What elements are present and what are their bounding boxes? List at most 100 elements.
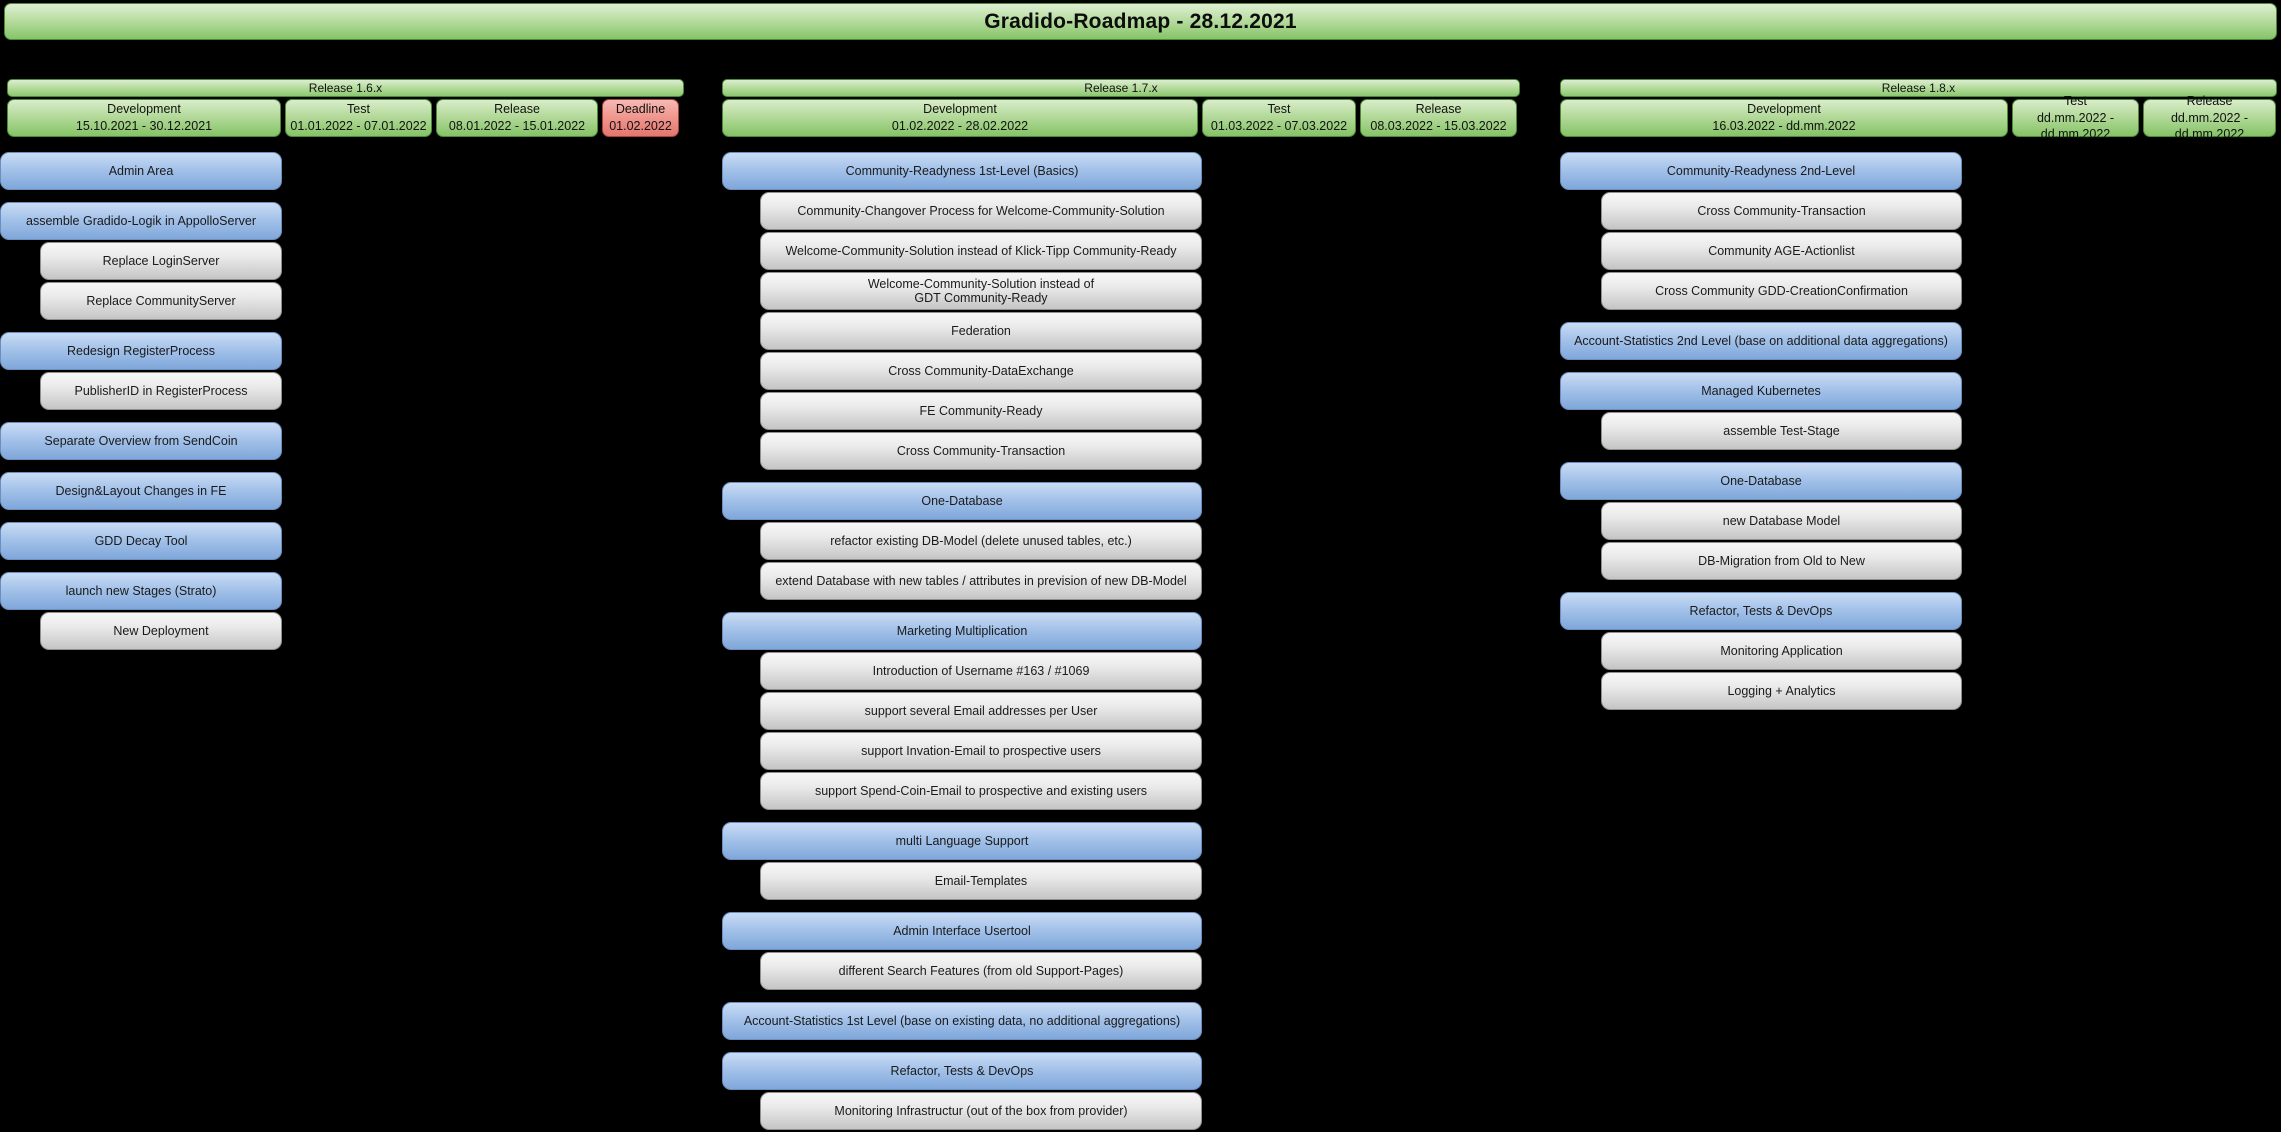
phase-box[interactable]: Test 01.01.2022 - 07.01.2022 (285, 99, 432, 137)
task-box-parent[interactable]: launch new Stages (Strato) (0, 572, 282, 610)
task-box-parent[interactable]: Community-Readyness 1st-Level (Basics) (722, 152, 1202, 190)
task-label: Federation (951, 323, 1011, 338)
task-label: Welcome-Community-Solution instead of GD… (867, 276, 1095, 305)
task-box-child[interactable]: Replace LoginServer (40, 242, 282, 280)
task-box-child[interactable]: Logging + Analytics (1601, 672, 1962, 710)
phase-box[interactable]: Release dd.mm.2022 - dd.mm.2022 (2143, 94, 2276, 141)
task-box-child[interactable]: Replace CommunityServer (40, 282, 282, 320)
task-label: support Invation-Email to prospective us… (861, 743, 1101, 758)
phase-box[interactable]: Test 01.03.2022 - 07.03.2022 (1202, 99, 1356, 137)
task-label: Welcome-Community-Solution instead of Kl… (785, 243, 1177, 258)
task-box-parent[interactable]: Marketing Multiplication (722, 612, 1202, 650)
phase-row: Development 16.03.2022 - dd.mm.2022 Test… (1560, 94, 2277, 141)
task-label: different Search Features (from old Supp… (838, 963, 1124, 978)
task-box-child[interactable]: Community AGE-Actionlist (1601, 232, 1962, 270)
task-box-parent[interactable]: Design&Layout Changes in FE (0, 472, 282, 510)
task-label: Cross Community-Transaction (896, 443, 1066, 458)
task-box-child[interactable]: Federation (760, 312, 1202, 350)
task-box-parent[interactable]: assemble Gradido-Logik in AppolloServer (0, 202, 282, 240)
release-header[interactable]: Release 1.7.x (722, 79, 1520, 97)
task-box-child[interactable]: Community-Changover Process for Welcome-… (760, 192, 1202, 230)
release-column-release-1.7.x: Release 1.7.x Development 01.02.2022 - 2… (722, 79, 1520, 1130)
task-box-child[interactable]: Email-Templates (760, 862, 1202, 900)
task-box-child[interactable]: new Database Model (1601, 502, 1962, 540)
task-box-parent[interactable]: Admin Interface Usertool (722, 912, 1202, 950)
phase-dates: 01.03.2022 - 07.03.2022 (1210, 119, 1348, 133)
phase-box[interactable]: Development 01.02.2022 - 28.02.2022 (722, 99, 1198, 137)
phase-name: Release (2186, 93, 2233, 108)
task-box-parent[interactable]: Refactor, Tests & DevOps (1560, 592, 1962, 630)
release-header-label: Release 1.7.x (1084, 81, 1158, 95)
task-box-child[interactable]: PublisherID in RegisterProcess (40, 372, 282, 410)
task-label: support Spend-Coin-Email to prospective … (814, 783, 1148, 798)
release-header[interactable]: Release 1.6.x (7, 79, 684, 97)
phase-box[interactable]: Release 08.03.2022 - 15.03.2022 (1360, 99, 1517, 137)
task-box-parent[interactable]: Account-Statistics 2nd Level (base on ad… (1560, 322, 1962, 360)
task-box-parent[interactable]: Redesign RegisterProcess (0, 332, 282, 370)
task-label: new Database Model (1722, 513, 1841, 528)
task-box-child[interactable]: Cross Community GDD-CreationConfirmation (1601, 272, 1962, 310)
task-box-parent[interactable]: One-Database (1560, 462, 1962, 500)
task-label: Account-Statistics 2nd Level (base on ad… (1574, 333, 1948, 348)
phase-box[interactable]: Release 08.01.2022 - 15.01.2022 (436, 99, 598, 137)
task-label: Cross Community-Transaction (1697, 203, 1866, 218)
task-box-child[interactable]: Welcome-Community-Solution instead of Kl… (760, 232, 1202, 270)
task-box-child[interactable]: Introduction of Username #163 / #1069 (760, 652, 1202, 690)
task-box-child[interactable]: Monitoring Application (1601, 632, 1962, 670)
task-box-child[interactable]: support Spend-Coin-Email to prospective … (760, 772, 1202, 810)
task-label: Redesign RegisterProcess (67, 343, 215, 358)
task-box-child[interactable]: FE Community-Ready (760, 392, 1202, 430)
task-box-child[interactable]: support Invation-Email to prospective us… (760, 732, 1202, 770)
roadmap-title-bar: Gradido-Roadmap - 28.12.2021 (4, 3, 2277, 40)
phase-row: Development 01.02.2022 - 28.02.2022 Test… (722, 99, 1520, 137)
task-box-child[interactable]: extend Database with new tables / attrib… (760, 562, 1202, 600)
task-label: One-Database (921, 493, 1003, 508)
release-column-release-1.8.x: Release 1.8.x Development 16.03.2022 - d… (1560, 79, 2277, 710)
task-box-child[interactable]: assemble Test-Stage (1601, 412, 1962, 450)
phase-dates: 01.02.2022 (609, 119, 672, 133)
phase-name: Development (1747, 102, 1821, 117)
phase-name: Development (107, 102, 181, 117)
task-box-parent[interactable]: Refactor, Tests & DevOps (722, 1052, 1202, 1090)
task-box-child[interactable]: DB-Migration from Old to New (1601, 542, 1962, 580)
task-box-child[interactable]: Cross Community-DataExchange (760, 352, 1202, 390)
task-box-child[interactable]: support several Email addresses per User (760, 692, 1202, 730)
task-box-child[interactable]: New Deployment (40, 612, 282, 650)
task-label: FE Community-Ready (919, 403, 1043, 418)
task-box-child[interactable]: Cross Community-Transaction (1601, 192, 1962, 230)
task-label: Marketing Multiplication (896, 623, 1028, 638)
task-box-parent[interactable]: multi Language Support (722, 822, 1202, 860)
task-label: Replace LoginServer (102, 253, 220, 268)
phase-box[interactable]: Development 15.10.2021 - 30.12.2021 (7, 99, 281, 137)
task-label: Account-Statistics 1st Level (base on ex… (743, 1013, 1181, 1028)
task-label: Managed Kubernetes (1701, 383, 1821, 398)
task-label: Community-Readyness 2nd-Level (1666, 163, 1856, 178)
release-header[interactable]: Release 1.8.x (1560, 79, 2277, 97)
task-label: multi Language Support (895, 833, 1029, 848)
task-box-child[interactable]: Cross Community-Transaction (760, 432, 1202, 470)
task-label: Monitoring Application (1720, 643, 1843, 658)
task-box-parent[interactable]: Admin Area (0, 152, 282, 190)
task-box-parent[interactable]: One-Database (722, 482, 1202, 520)
task-box-parent[interactable]: Separate Overview from SendCoin (0, 422, 282, 460)
task-box-parent[interactable]: Managed Kubernetes (1560, 372, 1962, 410)
task-box-child[interactable]: refactor existing DB-Model (delete unuse… (760, 522, 1202, 560)
task-box-child[interactable]: Monitoring Infrastructur (out of the box… (760, 1092, 1202, 1130)
phase-name: Test (2064, 93, 2087, 108)
task-label: One-Database (1720, 473, 1802, 488)
task-label: Email-Templates (934, 873, 1028, 888)
task-label: GDD Decay Tool (94, 533, 188, 548)
deadline-box[interactable]: Deadline 01.02.2022 (602, 99, 679, 137)
release-header-label: Release 1.8.x (1881, 81, 1956, 95)
phase-dates: 08.01.2022 - 15.01.2022 (448, 119, 586, 133)
phase-box[interactable]: Development 16.03.2022 - dd.mm.2022 (1560, 99, 2008, 137)
task-box-child[interactable]: Welcome-Community-Solution instead of GD… (760, 272, 1202, 310)
task-box-parent[interactable]: GDD Decay Tool (0, 522, 282, 560)
task-label: Replace CommunityServer (86, 293, 236, 308)
task-label: Cross Community GDD-CreationConfirmation (1655, 283, 1908, 298)
phase-box[interactable]: Test dd.mm.2022 - dd.mm.2022 (2012, 94, 2139, 141)
task-box-parent[interactable]: Community-Readyness 2nd-Level (1560, 152, 1962, 190)
task-box-parent[interactable]: Account-Statistics 1st Level (base on ex… (722, 1002, 1202, 1040)
task-box-child[interactable]: different Search Features (from old Supp… (760, 952, 1202, 990)
task-list: Admin Area assemble Gradido-Logik in App… (0, 152, 282, 650)
